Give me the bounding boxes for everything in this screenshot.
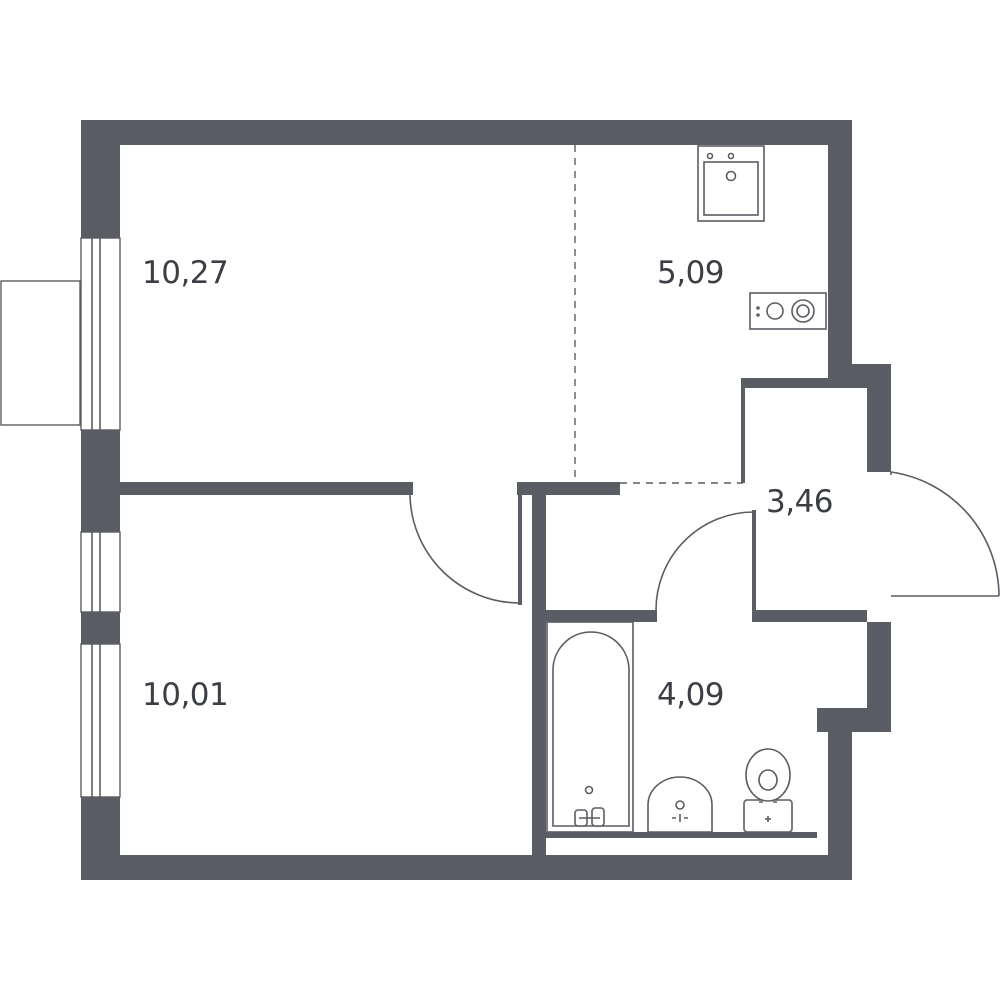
stove-fixture — [749, 292, 827, 330]
windows — [80, 237, 121, 798]
window-room-2-lower — [80, 643, 121, 798]
exterior-walls — [81, 120, 891, 880]
bathroom-area-label: 4,09 — [657, 677, 724, 713]
hallway-area-label: 3,46 — [766, 484, 833, 520]
entrance-door-swing — [890, 471, 1000, 597]
washbasin-fixture — [647, 776, 713, 833]
balcony — [0, 280, 81, 426]
room-2-area-label: 10,01 — [142, 677, 228, 713]
kitchen-area-label: 5,09 — [657, 255, 724, 291]
door-swing-room-2 — [409, 494, 521, 604]
sink-fixture — [697, 145, 765, 222]
doors — [409, 471, 1000, 611]
window-room-2-upper — [80, 531, 121, 613]
door-swing-bathroom — [655, 511, 755, 611]
window-room-1 — [80, 237, 121, 431]
room-1-area-label: 10,27 — [142, 255, 228, 291]
bathtub-fixture — [546, 621, 634, 833]
interior-walls — [120, 378, 867, 855]
kitchen-zone-divider — [574, 145, 743, 484]
toilet-fixture — [743, 748, 793, 833]
